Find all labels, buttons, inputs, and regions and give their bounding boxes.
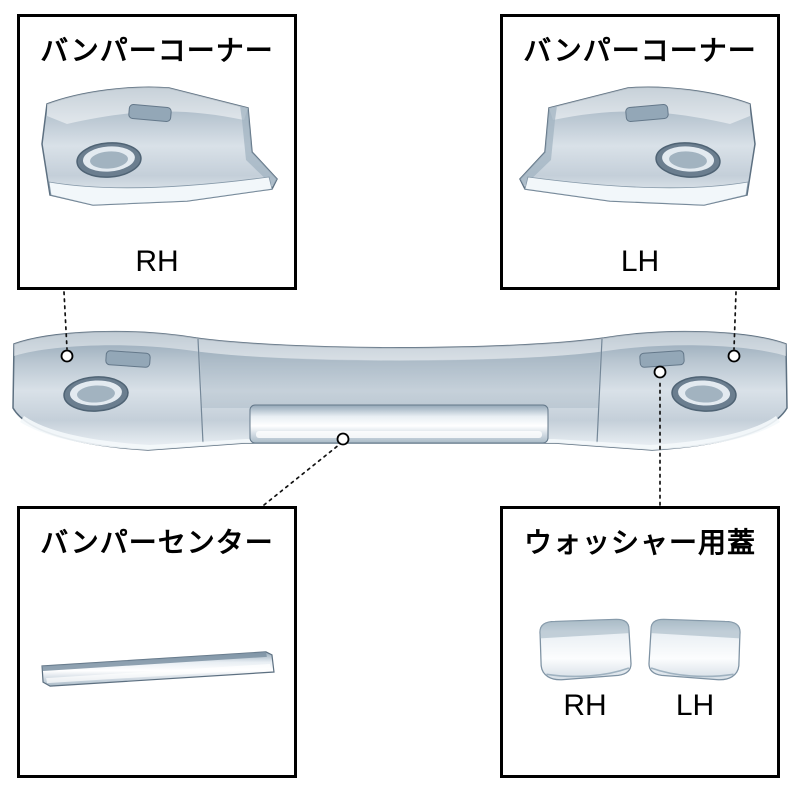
callout-bumper-corner-rh: バンパーコーナー RH [17, 14, 297, 290]
bumper-center-image [20, 561, 294, 775]
callout-washer-cover: ウォッシャー用蓋 RH LH [500, 506, 780, 778]
callout-title-washer-cover: ウォッシャー用蓋 [523, 527, 756, 558]
side-label-corner-lh: LH [620, 245, 660, 278]
side-label-corner-rh: RH [135, 245, 179, 278]
front-bumper-assembly-image [10, 318, 790, 466]
callout-bumper-center: バンパーセンター [17, 506, 297, 778]
side-label-washer-lh: LH [675, 689, 715, 722]
bumper-corner-lh-image [503, 69, 777, 245]
callout-title-bumper-center: バンパーセンター [40, 527, 274, 558]
washer-side-labels: RH LH [503, 689, 777, 723]
washer-cover-slot-left [105, 350, 151, 368]
callout-title-bumper-corner-rh: バンパーコーナー [40, 35, 274, 66]
washer-cover-slot-right [639, 350, 685, 368]
callout-bumper-corner-lh: バンパーコーナー LH [500, 14, 780, 290]
bumper-corner-rh-image [20, 69, 294, 245]
side-label-washer-rh: RH [563, 689, 607, 722]
washer-cover-images [539, 618, 741, 681]
callout-title-bumper-corner-lh: バンパーコーナー [523, 35, 757, 66]
